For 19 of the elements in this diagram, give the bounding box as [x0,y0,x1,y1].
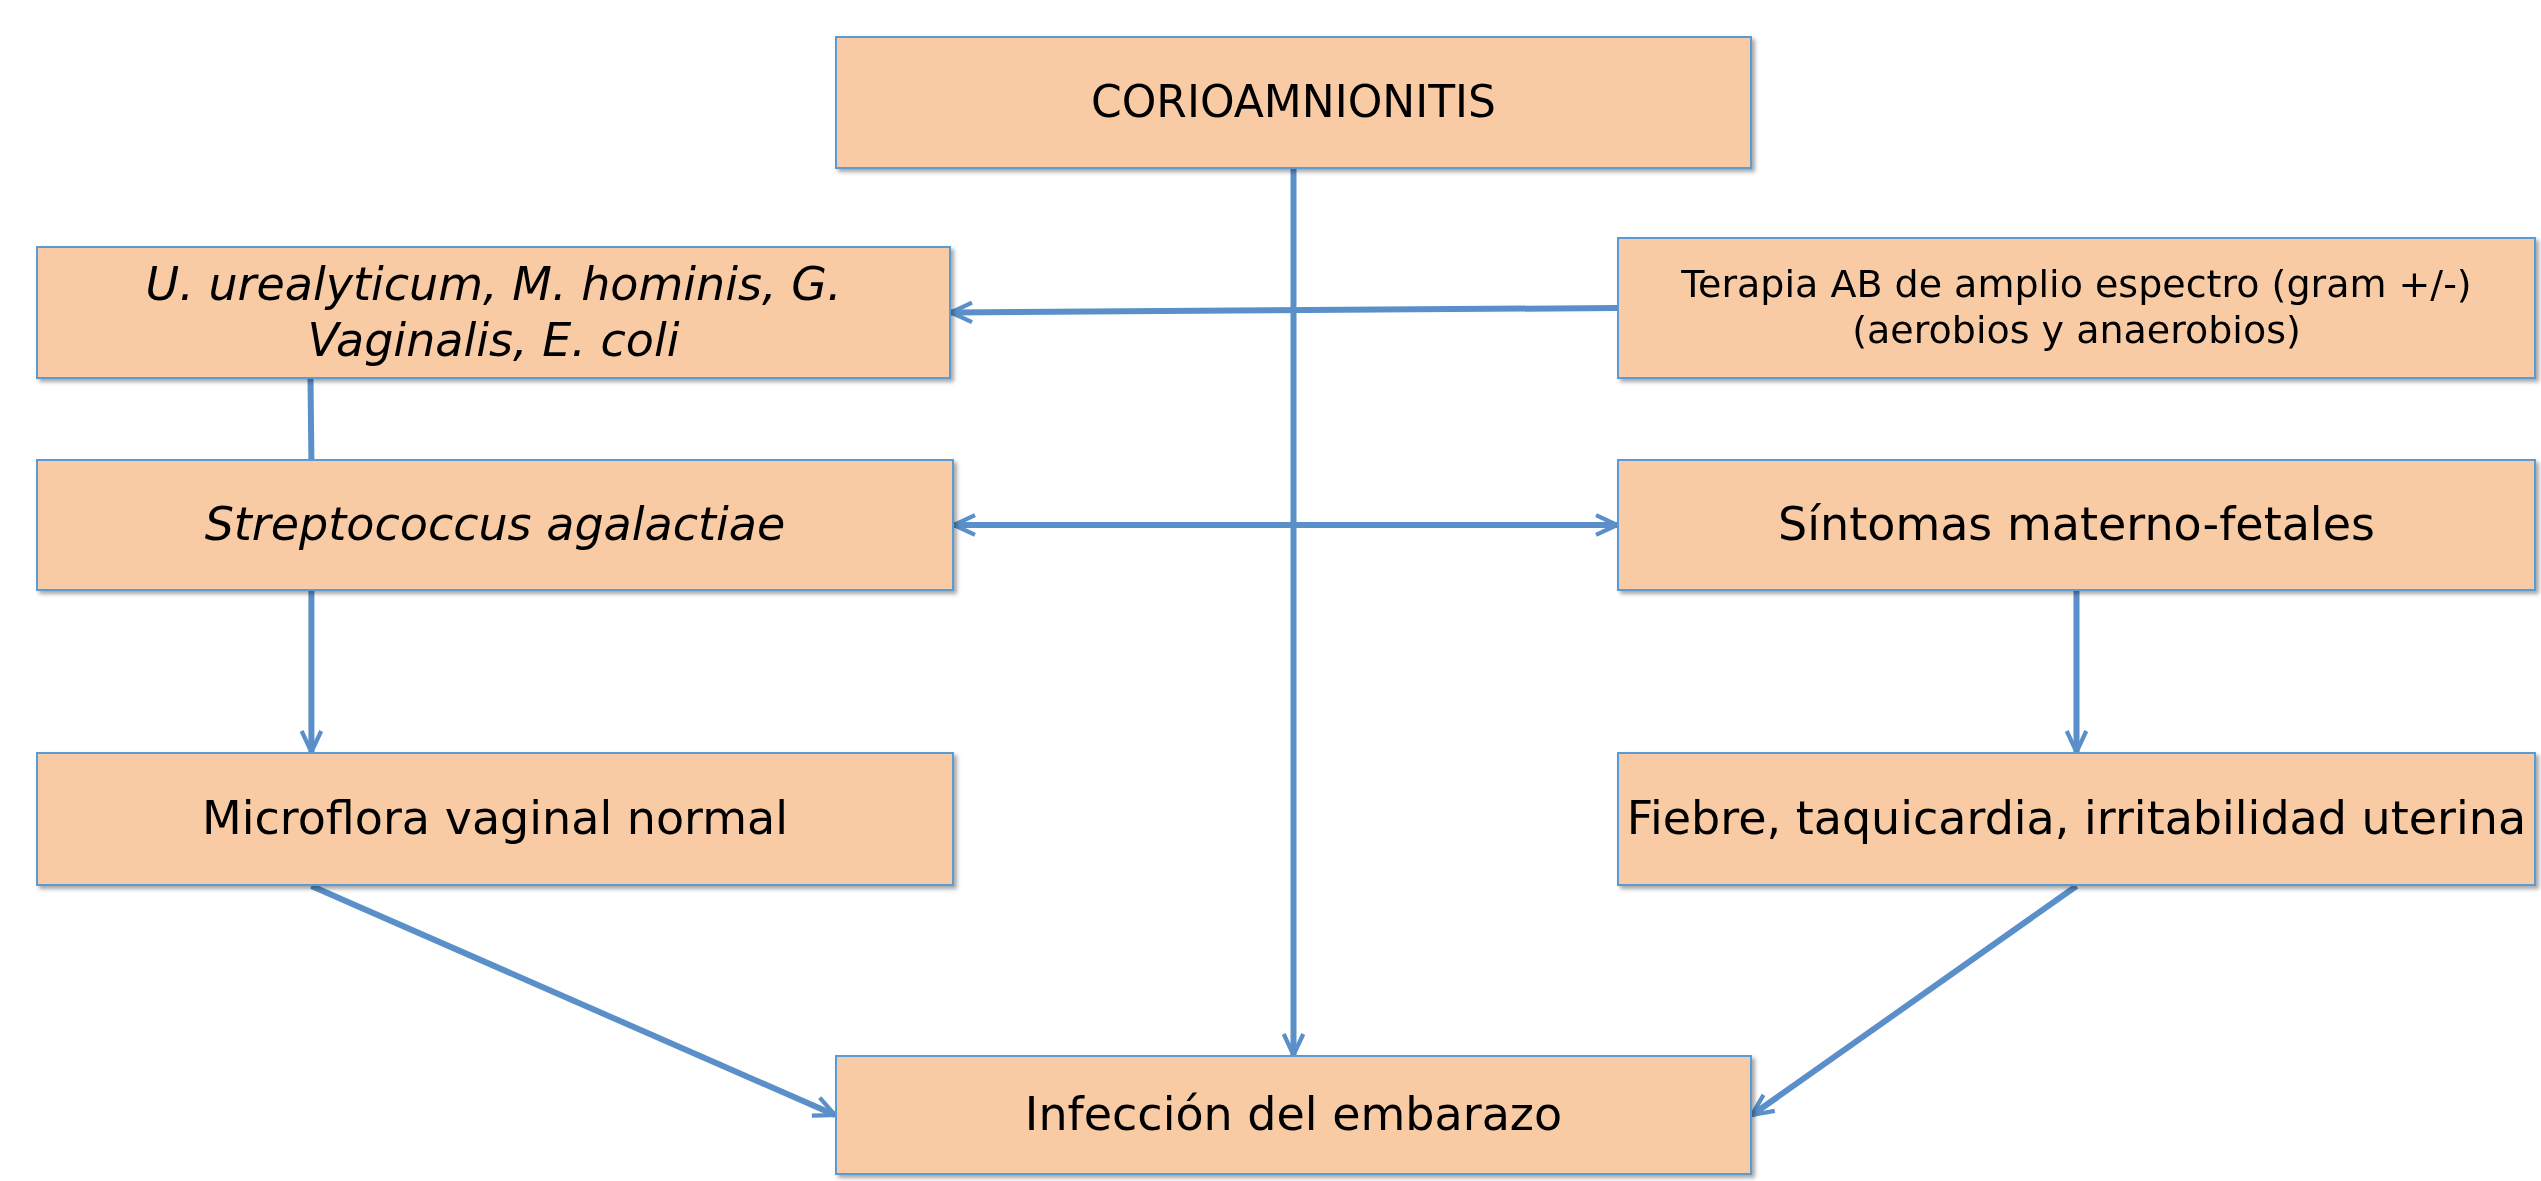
process-box [1617,459,2536,591]
arrow [1281,169,1306,1058]
box-label: U. urealyticum, M. hominis, G. Vaginalis, E. coli [144,257,843,368]
process-box [36,752,954,886]
box-label: Terapia AB de amplio espectro (gram +/-)(aerobios y anaerobios) [1680,262,2473,354]
box-label: Microflora vaginal normal [202,791,788,847]
process-box [1617,752,2536,886]
process-box [835,36,1752,169]
process-box [835,1055,1752,1175]
process-box [36,246,951,379]
box-label: Síntomas materno-fetales [1778,497,2375,553]
box-label: Streptococcus agalactiae [204,497,786,553]
arrow [299,591,324,755]
process-box [36,459,954,591]
box-label: CORIOAMNIONITIS [1091,76,1496,129]
arrow [2064,591,2089,755]
box-label: Fiebre, taquicardia, irritabilidad uterina [1626,791,2527,847]
process-box [1617,237,2536,379]
box-label: Infección del embarazo [1024,1087,1563,1143]
